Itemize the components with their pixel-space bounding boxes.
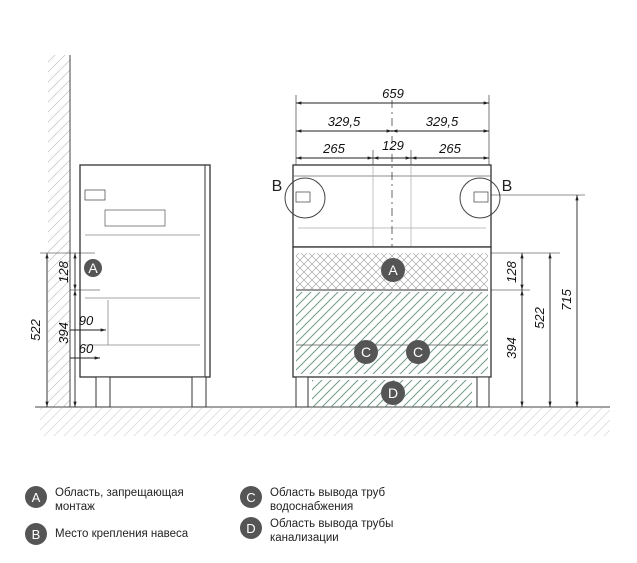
marker-b-right: B bbox=[502, 178, 513, 195]
front-leg-right bbox=[476, 376, 490, 408]
marker-b-left: B bbox=[272, 178, 283, 195]
dim-front-394: 394 bbox=[504, 337, 519, 359]
dim-side-128: 128 bbox=[56, 260, 71, 282]
legend-text-d: Область вывода трубы канализации bbox=[270, 518, 394, 544]
front-marker-c1-label: C bbox=[361, 344, 371, 360]
legend-text-a: Область, запрещающая монтаж bbox=[55, 487, 184, 513]
side-marker-a-label: A bbox=[88, 260, 98, 276]
front-marker-a-label: A bbox=[388, 262, 398, 278]
dim-front-128: 128 bbox=[504, 260, 519, 282]
legend-item-d: D Область вывода трубы канализации bbox=[240, 517, 420, 545]
dim-329-left: 329,5 bbox=[328, 114, 361, 129]
dim-329-right: 329,5 bbox=[426, 114, 459, 129]
zone-b-left-circle bbox=[284, 177, 326, 219]
front-dimensions-vertical: 128 394 522 715 bbox=[491, 194, 585, 407]
dim-front-715: 715 bbox=[559, 288, 574, 310]
legend-item-c: C Область вывода труб водоснабжения bbox=[240, 486, 420, 514]
dim-front-522: 522 bbox=[532, 306, 547, 328]
front-dimensions-horizontal: 659 329,5 329,5 265 129 265 bbox=[295, 86, 490, 165]
legend-text-c: Область вывода труб водоснабжения bbox=[270, 487, 386, 513]
legend-item-b: B Место крепления навеса bbox=[25, 523, 235, 545]
front-marker-d-label: D bbox=[388, 385, 398, 401]
side-dimensions: 522 394 128 90 60 A bbox=[28, 252, 106, 407]
dim-side-60: 60 bbox=[79, 341, 94, 356]
front-marker-a bbox=[381, 258, 405, 282]
wall-hatch bbox=[48, 55, 70, 407]
front-leg-left bbox=[295, 376, 309, 408]
dim-side-394: 394 bbox=[56, 322, 71, 344]
zone-c-area bbox=[296, 292, 488, 374]
floor-hatch bbox=[40, 408, 610, 436]
side-inner-detail bbox=[104, 209, 166, 227]
side-leg-rear bbox=[95, 376, 111, 408]
front-marker-c2-label: C bbox=[413, 344, 423, 360]
dim-129: 129 bbox=[382, 138, 404, 153]
legend-item-a: A Область, запрещающая монтаж bbox=[25, 486, 215, 514]
legend-badge-d: D bbox=[240, 517, 262, 539]
front-view: B B A C C D bbox=[272, 100, 513, 408]
front-marker-d bbox=[381, 381, 405, 405]
dim-side-90: 90 bbox=[79, 313, 94, 328]
front-marker-c2 bbox=[406, 340, 430, 364]
legend-badge-c: C bbox=[240, 486, 262, 508]
dim-659: 659 bbox=[382, 86, 404, 101]
dim-265-right: 265 bbox=[438, 141, 461, 156]
front-marker-c1 bbox=[354, 340, 378, 364]
side-view bbox=[79, 164, 211, 408]
dim-side-522: 522 bbox=[28, 318, 43, 340]
zone-b-right-circle bbox=[459, 177, 501, 219]
legend-badge-a: A bbox=[25, 486, 47, 508]
side-marker-a bbox=[84, 259, 102, 277]
side-leg-front bbox=[191, 376, 207, 408]
legend-badge-b: B bbox=[25, 523, 47, 545]
dim-265-left: 265 bbox=[322, 141, 345, 156]
side-hinge-bracket bbox=[84, 189, 106, 201]
legend-text-b: Место крепления навеса bbox=[55, 528, 189, 540]
